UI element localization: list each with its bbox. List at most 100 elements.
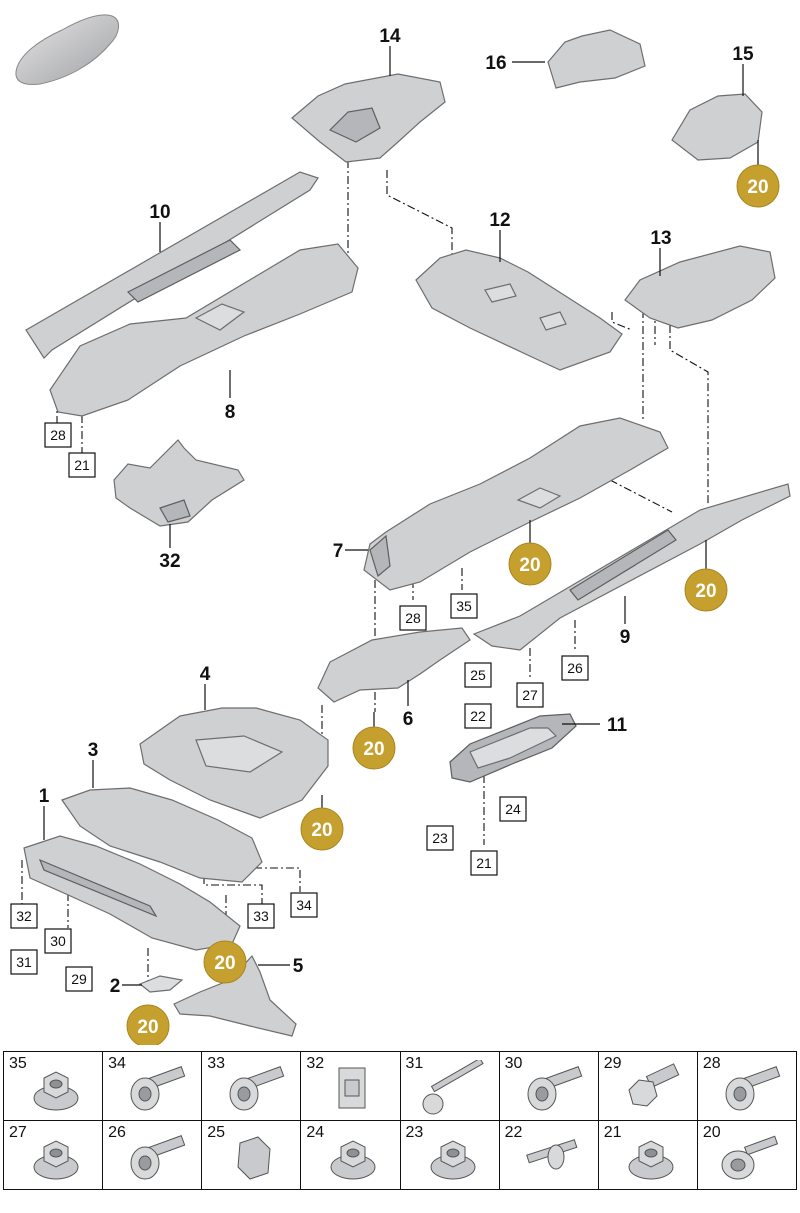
- callout-14: 14: [379, 26, 401, 47]
- box-26-part-9: 26: [561, 655, 589, 681]
- part-3-panel-icon: [61, 787, 263, 883]
- part-6-panel-icon: [317, 627, 471, 703]
- callout-7: 7: [333, 541, 344, 562]
- box-21-part-11: 21: [470, 850, 498, 876]
- box-35-part-7: 35: [450, 593, 478, 619]
- svg-text:22: 22: [470, 708, 486, 724]
- callout-1: 1: [39, 786, 50, 807]
- fastener-cell-28: 28: [696, 1051, 798, 1121]
- svg-text:32: 32: [16, 908, 32, 924]
- fastener-number: 30: [504, 1055, 523, 1072]
- part-2-bracket-icon: [138, 975, 184, 993]
- svg-text:20: 20: [747, 177, 768, 198]
- flange-bolt-icon: [229, 1066, 285, 1111]
- box-25-part-11: 25: [464, 662, 492, 688]
- fastener-number: 29: [603, 1055, 622, 1072]
- fastener-cell-27: 27: [2, 1120, 104, 1190]
- svg-text:20: 20: [137, 1017, 158, 1038]
- fastener-number: 32: [306, 1055, 325, 1072]
- flange-bolt-icon: [130, 1066, 186, 1111]
- exploded-parts-diagram: 14 16 15 10 12 13 8 32 7 9 6 11 4 3 1 5 …: [10, 14, 791, 1045]
- fastener-number: 33: [207, 1055, 226, 1072]
- fastener-number: 26: [108, 1124, 126, 1141]
- box-32-part-1: 32: [10, 903, 38, 929]
- callout-13: 13: [650, 228, 671, 249]
- fastener-cell-29: 29: [597, 1051, 698, 1121]
- svg-text:28: 28: [50, 427, 66, 443]
- pan-head-bolt-icon: [130, 1135, 186, 1180]
- clip-nut-icon: [338, 1067, 366, 1109]
- svg-text:26: 26: [567, 660, 583, 676]
- fastener-number: 24: [306, 1124, 325, 1141]
- fastener-number: 34: [108, 1055, 126, 1072]
- part-14-shield-icon: [291, 73, 446, 163]
- box-28-part-8: 28: [44, 422, 72, 448]
- long-bolt-icon: [422, 1060, 484, 1115]
- badge-20-part-9: 20: [684, 568, 728, 612]
- svg-text:20: 20: [214, 953, 235, 974]
- hex-bolt-icon: [628, 1063, 680, 1107]
- callout-9: 9: [620, 627, 631, 648]
- callout-12: 12: [489, 210, 510, 231]
- callout-10: 10: [149, 202, 170, 223]
- flange-bolt-icon: [725, 1066, 781, 1111]
- fastener-number: 23: [405, 1124, 424, 1141]
- fastener-number: 22: [504, 1124, 523, 1141]
- fastener-cell-34: 34: [102, 1051, 203, 1121]
- svg-text:35: 35: [456, 598, 472, 614]
- fastener-number: 20: [702, 1124, 721, 1141]
- badge-20-part-4: 20: [300, 807, 344, 851]
- fastener-number: 28: [702, 1055, 721, 1072]
- badge-20-part-7: 20: [508, 542, 552, 586]
- part-1-panel-icon: [23, 835, 241, 951]
- part-4-panel-icon: [139, 707, 329, 819]
- fastener-cell-23: 23: [399, 1120, 500, 1190]
- fastener-cell-31: 31: [399, 1051, 500, 1121]
- svg-text:20: 20: [363, 739, 384, 760]
- callout-6: 6: [403, 709, 414, 730]
- fastener-cell-35: 35: [2, 1051, 104, 1121]
- svg-text:27: 27: [522, 687, 538, 703]
- fastener-cell-22: 22: [498, 1120, 599, 1190]
- flange-bolt-icon: [527, 1066, 582, 1111]
- leader-lines: [43, 46, 759, 986]
- fastener-cell-20: 20: [696, 1120, 798, 1190]
- box-29-part-1: 29: [65, 966, 93, 992]
- box-22-part-11: 22: [464, 703, 492, 729]
- svg-text:20: 20: [695, 581, 716, 602]
- box-28-part-7: 28: [399, 605, 427, 631]
- fastener-cell-26: 26: [102, 1120, 203, 1190]
- fastener-cell-24: 24: [300, 1120, 401, 1190]
- fastener-number: 27: [9, 1124, 27, 1141]
- box-24-part-11: 24: [499, 796, 527, 822]
- fastener-cell-32: 32: [300, 1051, 401, 1121]
- badge-20-part-1: 20: [203, 940, 247, 984]
- flange-nut-icon: [330, 1140, 376, 1180]
- part-15-shield-icon: [671, 93, 763, 161]
- part-9-rail-icon: [472, 483, 791, 651]
- callout-3: 3: [88, 740, 99, 761]
- cap-nut-icon: [33, 1140, 79, 1180]
- part-7-panel-icon: [363, 417, 669, 591]
- part-16-shield-icon: [547, 29, 646, 89]
- fastener-number: 35: [9, 1055, 27, 1072]
- svg-text:24: 24: [505, 801, 521, 817]
- tapping-screw-icon: [721, 1135, 778, 1180]
- flange-nut-icon: [430, 1140, 475, 1180]
- svg-text:30: 30: [50, 933, 66, 949]
- callout-4: 4: [200, 664, 211, 685]
- box-30-part-1: 30: [44, 928, 72, 954]
- svg-text:33: 33: [253, 908, 269, 924]
- part-8-panel-icon: [49, 243, 359, 417]
- fastener-cell-33: 33: [201, 1051, 302, 1121]
- part-10-rail-icon: [25, 171, 319, 359]
- svg-text:34: 34: [296, 897, 312, 913]
- callout-2: 2: [110, 976, 121, 997]
- svg-text:20: 20: [311, 820, 332, 841]
- flange-nut-icon: [628, 1140, 674, 1180]
- box-33-part-3: 33: [247, 903, 275, 929]
- callout-15: 15: [732, 44, 754, 65]
